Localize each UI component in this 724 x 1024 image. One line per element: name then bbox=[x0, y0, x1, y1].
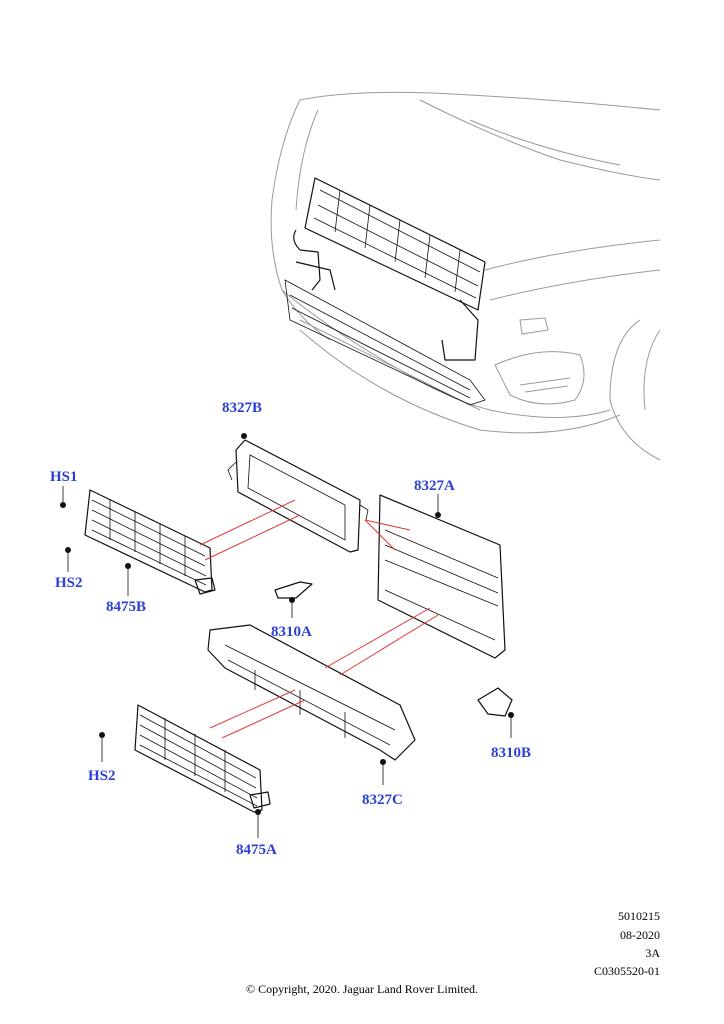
part-8327B bbox=[227, 433, 369, 553]
callout-HS2-upper: HS2 bbox=[55, 575, 83, 591]
reference-number: 5010215 bbox=[618, 909, 660, 923]
callout-8310A: 8310A bbox=[271, 624, 312, 640]
part-8310A bbox=[274, 581, 313, 618]
callout-8327B: 8327B bbox=[222, 400, 262, 416]
reference-revision: 3A bbox=[645, 946, 660, 960]
callout-HS2-lower: HS2 bbox=[88, 768, 116, 784]
reference-date: 08-2020 bbox=[620, 928, 660, 942]
vehicle-front-outline bbox=[270, 91, 661, 461]
part-8475B bbox=[60, 486, 216, 596]
copyright-notice: © Copyright, 2020. Jaguar Land Rover Lim… bbox=[245, 982, 479, 996]
vehicle-grille bbox=[284, 177, 486, 406]
part-8327A bbox=[377, 494, 506, 659]
callout-8475B: 8475B bbox=[106, 599, 146, 615]
leader-lines bbox=[199, 499, 439, 739]
part-8475A bbox=[99, 704, 271, 838]
callout-8310B: 8310B bbox=[491, 745, 531, 761]
reference-code: C0305520-01 bbox=[594, 964, 660, 978]
part-8327C bbox=[207, 624, 416, 785]
callout-8475A: 8475A bbox=[236, 842, 277, 858]
callout-HS1: HS1 bbox=[50, 469, 78, 485]
part-8310B bbox=[477, 687, 514, 738]
callout-8327C: 8327C bbox=[362, 792, 403, 808]
callout-8327A: 8327A bbox=[414, 478, 455, 494]
